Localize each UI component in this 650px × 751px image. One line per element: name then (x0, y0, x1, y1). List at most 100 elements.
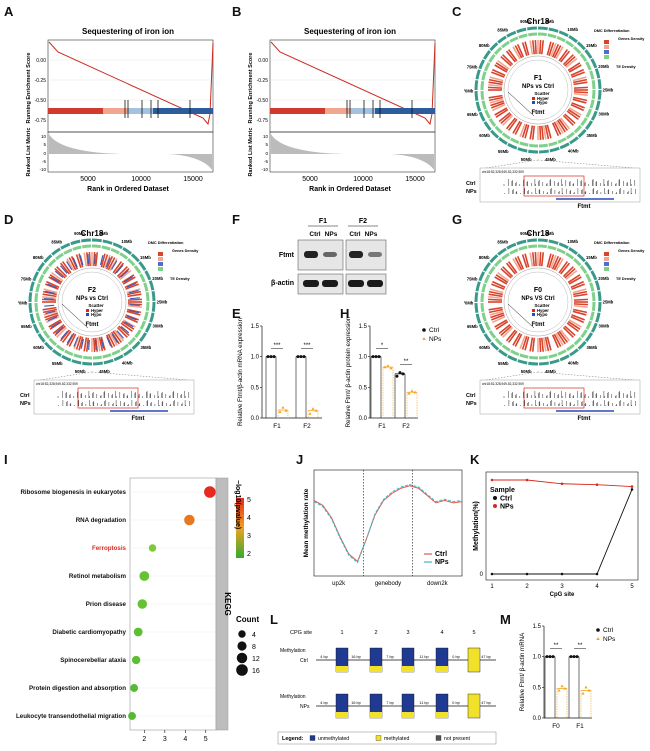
heat-tick (561, 52, 573, 64)
gene-density-segment (509, 36, 519, 43)
heat-tick-blue (129, 297, 140, 300)
gene-density-segment (101, 245, 111, 251)
track-box (479, 167, 641, 203)
heat-tick (534, 40, 537, 55)
legend-nps: NPs (603, 636, 616, 643)
ideogram-segment (548, 239, 559, 245)
heat-tick (85, 252, 90, 267)
gene-density-segment (55, 344, 65, 352)
ideogram-segment (490, 129, 500, 139)
heat-tick (52, 269, 65, 280)
heat-tick (539, 337, 542, 352)
mb-label: 55Mb (498, 361, 509, 366)
gene-density-segment (501, 344, 511, 352)
gene-density-segment (35, 283, 41, 293)
x-tick-label: 3 (560, 584, 564, 590)
ideogram-segment (597, 290, 602, 301)
kegg-term-label: Retinol metabolism (69, 573, 127, 580)
scatter-label: Scatter (534, 303, 550, 308)
ideogram-segment (576, 253, 586, 263)
hyper-swatch (532, 97, 535, 100)
heat-tick (491, 103, 506, 112)
heat-tick (127, 304, 142, 309)
heat-tick (562, 266, 574, 278)
ideogram-segment (102, 239, 113, 245)
significance-label: *** (303, 343, 311, 349)
heat-tick-blue (60, 265, 68, 274)
blot-row-actin: β-actin (271, 280, 294, 287)
ideogram-segment (585, 120, 593, 130)
mb-label: 55Mb (52, 361, 63, 366)
heat-tick (112, 261, 123, 274)
panel-label-g: H (340, 306, 350, 321)
heat-tick (488, 78, 503, 84)
svg-text:15000: 15000 (183, 176, 203, 183)
svg-text:Sequestering of iron ion: Sequestering of iron ion (304, 27, 396, 36)
heat-tick (531, 40, 536, 55)
mb-label: 45Mb (545, 369, 556, 374)
track-locus: chr18:52,328,949-52,332,909 (482, 382, 524, 386)
heat-tick (52, 324, 65, 335)
heat-tick (43, 288, 58, 294)
heat-tick-blue (100, 338, 105, 349)
svg-text:-0.25: -0.25 (257, 78, 269, 84)
partial-site (436, 712, 448, 718)
heat-tick (88, 252, 91, 267)
ideogram-segment (516, 27, 527, 34)
ideogram-segment (474, 303, 479, 314)
heat-tick (78, 253, 84, 268)
ideogram-segment (37, 333, 46, 343)
panel-label-k: K (470, 452, 480, 467)
heat-tick (43, 310, 58, 316)
heat-tick (507, 49, 518, 62)
plot-frame (313, 469, 463, 577)
gene-density-segment (488, 265, 496, 275)
scatter-label: Scatter (88, 303, 104, 308)
kegg-side-strip (215, 477, 229, 731)
ideogram-segment (93, 361, 104, 366)
mb-label: 65Mb (467, 112, 478, 117)
gene-density-segment (42, 265, 50, 275)
heat-tick (75, 335, 82, 350)
data-point (395, 374, 399, 378)
heat-tick (127, 306, 142, 311)
ideogram-segment (51, 247, 61, 256)
hypo-swatch (532, 313, 535, 316)
gene-density-segment (480, 90, 485, 100)
gene-density-segment (585, 108, 593, 118)
heat-tick-blue (60, 330, 69, 340)
ideogram-segment (71, 359, 82, 365)
heat-tick (42, 290, 57, 296)
heat-tick (59, 262, 70, 275)
panel-label-l: L (270, 612, 278, 627)
heat-tick (118, 267, 130, 279)
ideogram-segment (151, 290, 156, 301)
mb-label: 40Mb (122, 360, 133, 365)
mb-label: 5Mb (546, 231, 555, 236)
heat-tick (505, 262, 516, 275)
y-tick-label: 1.5 (533, 624, 542, 630)
series-line (313, 484, 463, 564)
y-tick-label: 0.0 (251, 416, 260, 422)
gap-label: 7 bp (386, 655, 393, 659)
heat-tick (561, 116, 573, 128)
heat-tick (503, 52, 515, 64)
gene-density-segment (580, 117, 588, 127)
heat-tick (531, 125, 536, 140)
legend-nps-marker (422, 337, 426, 340)
ideogram-segment (478, 111, 486, 122)
heat-tick (488, 303, 503, 306)
heat-tick (498, 57, 511, 68)
ideogram-segment (91, 238, 102, 243)
heat-tick (542, 125, 547, 140)
data-point (410, 389, 414, 393)
heat-tick-blue (72, 257, 78, 268)
heat-tick (553, 121, 562, 135)
gene-density-segment (493, 46, 503, 55)
gene-density-segment (528, 32, 538, 37)
ideogram-segment (483, 121, 492, 131)
heat-tick (107, 333, 116, 347)
heat-tick (94, 252, 99, 267)
heat-tick (493, 66, 507, 75)
